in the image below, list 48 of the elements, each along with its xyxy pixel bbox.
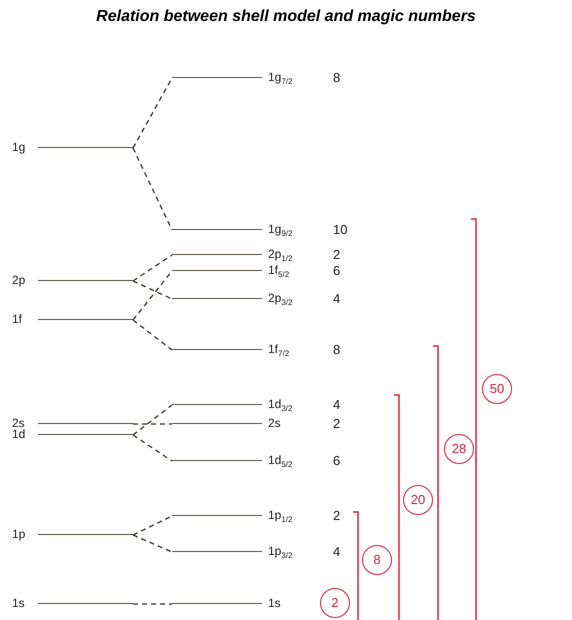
degeneracy-number: 2 — [333, 509, 340, 523]
magic-number-circle: 8 — [362, 545, 392, 575]
magic-number-circle: 20 — [403, 485, 433, 515]
level-label: 1g$_{9/2}$ — [268, 223, 292, 236]
dashed-connector — [133, 423, 172, 425]
dashed-connector — [132, 534, 172, 553]
level-label: 1p$_{1/2}$ — [268, 509, 292, 522]
magic-number-circle: 28 — [444, 434, 474, 464]
degeneracy-number: 8 — [333, 343, 340, 357]
level-label: 1f — [12, 313, 22, 326]
level-label: 2s — [12, 417, 25, 430]
degeneracy-number: 2 — [333, 417, 340, 431]
level-label: 1f$_{7/2}$ — [268, 343, 290, 356]
degeneracy-number: 8 — [333, 71, 340, 85]
level-label: 1d$_{3/2}$ — [268, 398, 292, 411]
diagram-title: Relation between shell model and magic numbers — [95, 8, 477, 26]
level-label: 1s — [12, 597, 25, 610]
level-label: 2p$_{3/2}$ — [268, 292, 292, 305]
dashed-connector — [132, 78, 173, 148]
dashed-connector — [132, 254, 172, 282]
level-label: 1g — [12, 141, 26, 154]
level-label: 1f$_{5/2}$ — [268, 264, 290, 277]
degeneracy-number: 6 — [333, 264, 340, 278]
level-label: 1s — [268, 597, 281, 610]
degeneracy-number: 2 — [333, 248, 340, 262]
level-label: 2s — [268, 417, 281, 430]
level-label: 1p — [12, 528, 26, 541]
dashed-connector — [132, 404, 172, 436]
dashed-connector — [132, 270, 172, 320]
level-label: 1g$_{7/2}$ — [268, 71, 292, 84]
magic-number-circle: 50 — [482, 374, 512, 404]
dashed-connector — [132, 515, 172, 536]
dashed-connector — [132, 148, 173, 230]
degeneracy-number: 4 — [333, 545, 340, 559]
magic-number-circle: 2 — [320, 588, 350, 618]
dashed-connector — [132, 319, 172, 351]
degeneracy-number: 4 — [333, 398, 340, 412]
dashed-connector — [132, 280, 172, 300]
level-label: 2p$_{1/2}$ — [268, 248, 292, 261]
level-label: 2p — [12, 274, 26, 287]
dashed-connector — [132, 434, 172, 462]
level-label: 1p$_{3/2}$ — [268, 545, 292, 558]
level-label: 1d$_{5/2}$ — [268, 454, 292, 467]
level-label: 1d — [12, 428, 26, 441]
degeneracy-number: 4 — [333, 292, 340, 306]
dashed-connector — [133, 603, 172, 605]
degeneracy-number: 10 — [333, 223, 348, 237]
degeneracy-number: 6 — [333, 454, 340, 468]
